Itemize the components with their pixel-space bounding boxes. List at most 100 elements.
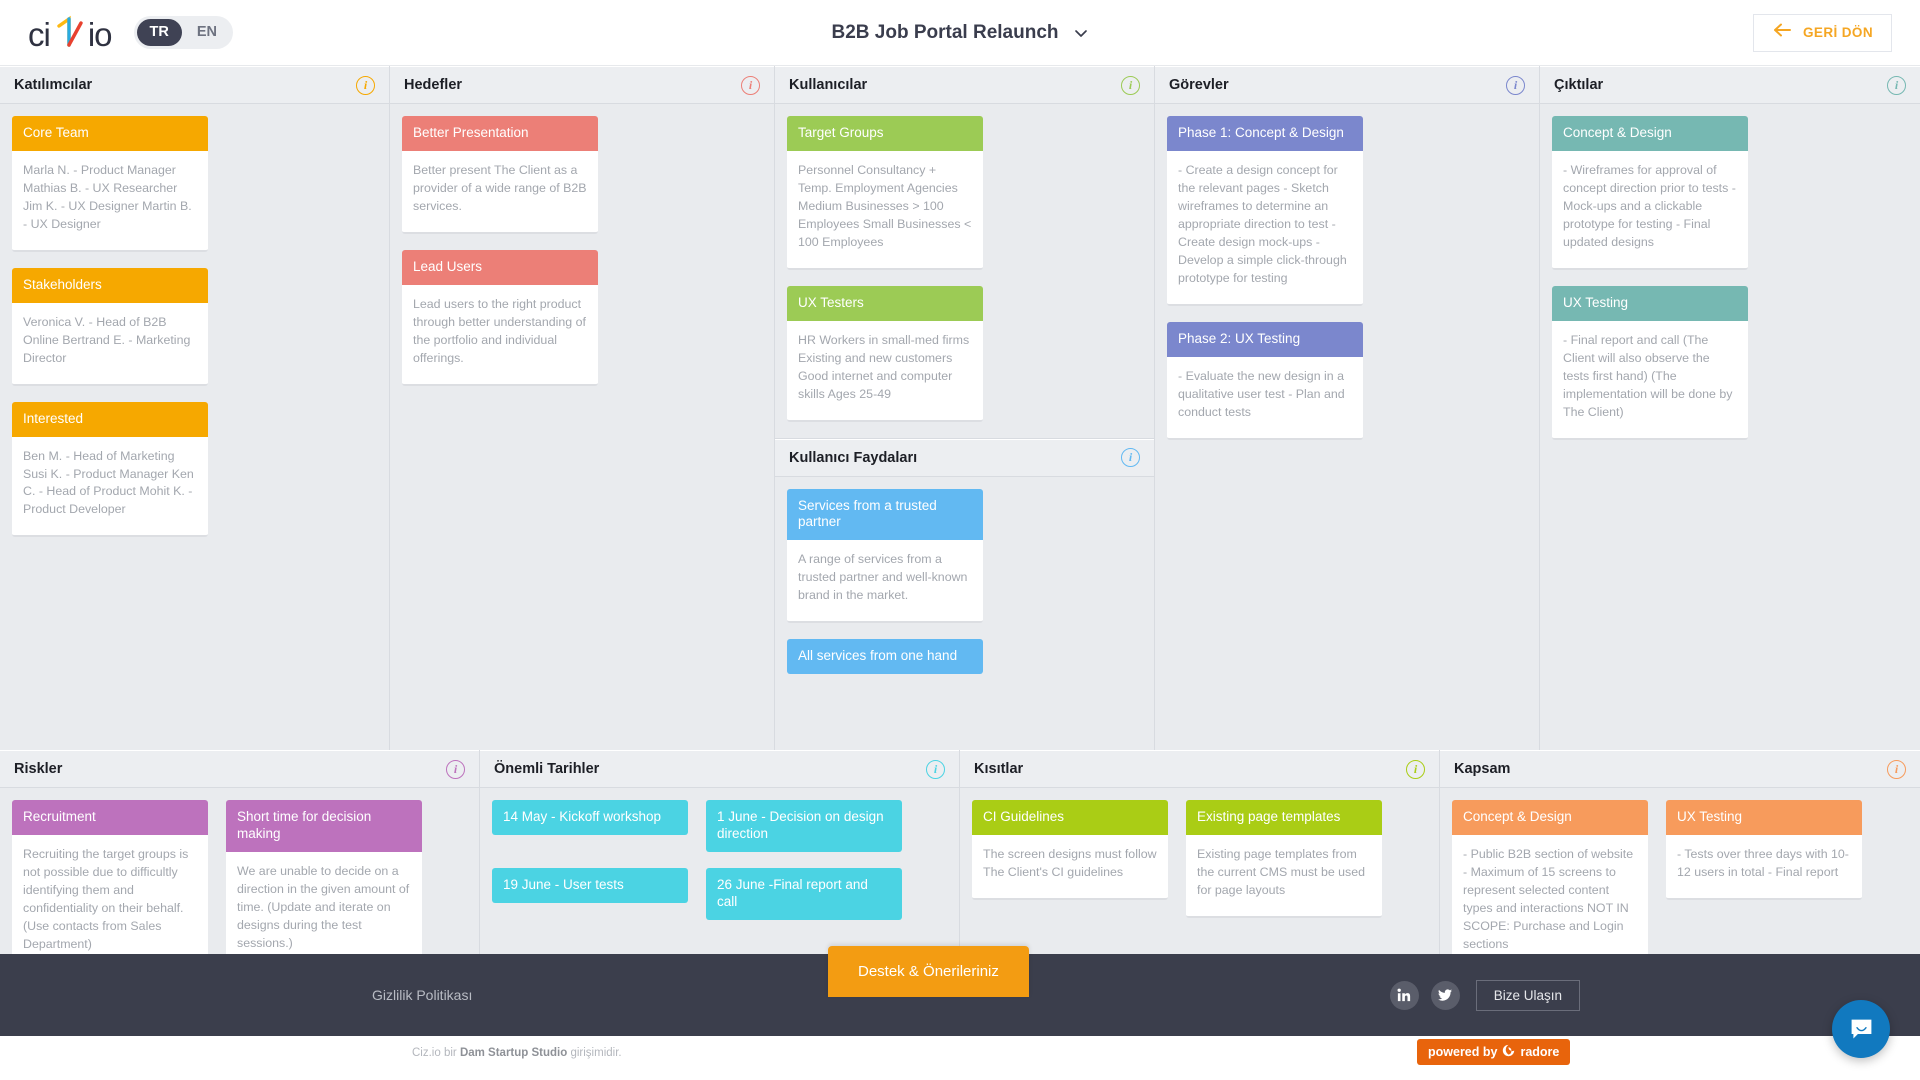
back-button[interactable]: GERİ DÖN: [1753, 13, 1892, 52]
panel-title: Kullanıcılar: [789, 77, 868, 93]
card-title: All services from one hand: [787, 639, 983, 675]
panel-header: Kullanıcılar i: [775, 66, 1154, 104]
radore-pre-label: powered by: [1428, 1045, 1498, 1059]
document-title-block: B2B Job Portal Relaunch: [0, 22, 1920, 44]
card-title: Interested: [12, 401, 208, 437]
contact-us-button[interactable]: Bize Ulaşın: [1475, 979, 1580, 1011]
panel-title: Kullanıcı Faydaları: [789, 449, 918, 466]
privacy-policy-link[interactable]: Gizlilik Politikası: [372, 987, 473, 1003]
chevron-down-icon[interactable]: [1073, 25, 1089, 41]
card-body: Veronica V. - Head of B2B Online Bertran…: [12, 302, 208, 386]
card-title: 1 June - Decision on design direction: [706, 800, 902, 852]
info-icon[interactable]: i: [1506, 75, 1525, 95]
brand-logo[interactable]: ci io: [28, 12, 113, 54]
attribution-brand[interactable]: Dam Startup Studio: [459, 1047, 568, 1059]
card-title: Recruitment: [12, 800, 208, 835]
card-title: Phase 2: UX Testing: [1167, 321, 1363, 357]
panel-title: Hedefler: [404, 77, 463, 93]
panel-header: Hedefler i: [390, 66, 774, 104]
info-icon[interactable]: i: [1887, 75, 1906, 95]
card[interactable]: Concept & Design- Wireframes for approva…: [1552, 116, 1748, 270]
card[interactable]: Concept & Design- Public B2B section of …: [1452, 800, 1648, 972]
card-title: Stakeholders: [12, 267, 208, 303]
lang-en-button[interactable]: EN: [196, 24, 218, 40]
twitter-icon[interactable]: [1430, 980, 1460, 1010]
card-body: Lead users to the right product through …: [402, 284, 598, 386]
panel-title: Önemli Tarihler: [494, 761, 600, 777]
info-icon[interactable]: i: [446, 759, 465, 779]
info-icon[interactable]: i: [741, 75, 760, 95]
info-icon[interactable]: i: [1406, 759, 1425, 779]
card-title: UX Testing: [1666, 800, 1862, 835]
card[interactable]: 19 June - User tests: [492, 867, 688, 920]
language-toggle[interactable]: TR EN: [133, 16, 234, 49]
footer-right-group: Bize Ulaşın: [1389, 979, 1580, 1011]
card-title: UX Testing: [1552, 285, 1748, 321]
card-title: Core Team: [12, 116, 208, 151]
card[interactable]: Phase 2: UX Testing- Evaluate the new de…: [1167, 321, 1363, 440]
panel-body: 14 May - Kickoff workshop 1 June - Decisi…: [480, 788, 959, 954]
card[interactable]: UX Testing- Final report and call (The C…: [1552, 285, 1748, 440]
card[interactable]: Phase 1: Concept & Design- Create a desi…: [1167, 116, 1363, 306]
panel-body: Phase 1: Concept & Design- Create a desi…: [1155, 104, 1539, 750]
card-body: Ben M. - Head of Marketing Susi K. - Pro…: [12, 436, 208, 538]
card-title: Target Groups: [787, 116, 983, 151]
info-icon[interactable]: i: [1121, 448, 1140, 468]
card-title: 26 June -Final report and call: [706, 867, 902, 920]
card[interactable]: 14 May - Kickoff workshop: [492, 800, 688, 852]
info-icon[interactable]: i: [1887, 759, 1906, 779]
card[interactable]: 1 June - Decision on design direction: [706, 800, 902, 852]
info-icon[interactable]: i: [356, 75, 375, 95]
card[interactable]: UX Testing- Tests over three days with 1…: [1666, 800, 1862, 972]
attribution-pre: Ciz.io bir: [412, 1047, 460, 1059]
info-icon[interactable]: i: [926, 759, 945, 779]
ciz-logo-mark-icon: [51, 15, 87, 49]
support-suggestions-tab[interactable]: Destek & Önerileriniz: [828, 946, 1029, 997]
attribution-post: girişimidir.: [567, 1047, 622, 1059]
card-body: A range of services from a trusted partn…: [787, 540, 983, 624]
card-body: Recruiting the target groups is not poss…: [12, 834, 208, 972]
radore-brand-label: radore: [1520, 1045, 1560, 1059]
card-body: The screen designs must follow The Clien…: [972, 834, 1168, 900]
card-title: Better Presentation: [402, 116, 598, 151]
card-title: Concept & Design: [1552, 116, 1748, 151]
attribution-text: Ciz.io bir Dam Startup Studio girişimidi…: [412, 1047, 622, 1059]
linkedin-icon[interactable]: [1389, 980, 1419, 1010]
card-body: We are unable to decide on a direction i…: [226, 851, 422, 971]
radore-swirl-icon: [1502, 1044, 1515, 1060]
chat-bubble-icon[interactable]: [1832, 1000, 1890, 1058]
card[interactable]: All services from one hand: [787, 639, 983, 675]
radore-badge[interactable]: powered by radore: [1417, 1039, 1571, 1065]
card-body: HR Workers in small-med firms Existing a…: [787, 320, 983, 422]
panel-title: Riskler: [14, 761, 63, 777]
bottom-bar: Ciz.io bir Dam Startup Studio girişimidi…: [0, 1000, 1920, 1080]
lang-tr-button[interactable]: TR: [136, 19, 182, 46]
card[interactable]: 26 June -Final report and call: [706, 867, 902, 920]
info-icon[interactable]: i: [1121, 75, 1140, 95]
